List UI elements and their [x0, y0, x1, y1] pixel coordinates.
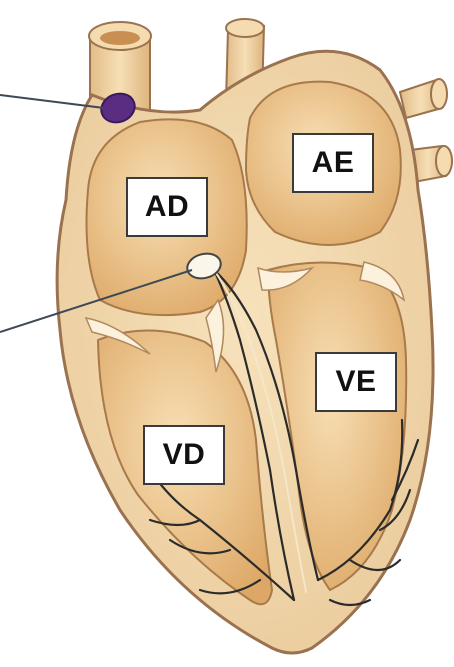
left-ventricle-label: VE [315, 352, 397, 412]
right-atrium-label: AD [126, 177, 208, 237]
left-atrium-label: AE [292, 133, 374, 193]
right-ventricle-label: VD [143, 425, 225, 485]
